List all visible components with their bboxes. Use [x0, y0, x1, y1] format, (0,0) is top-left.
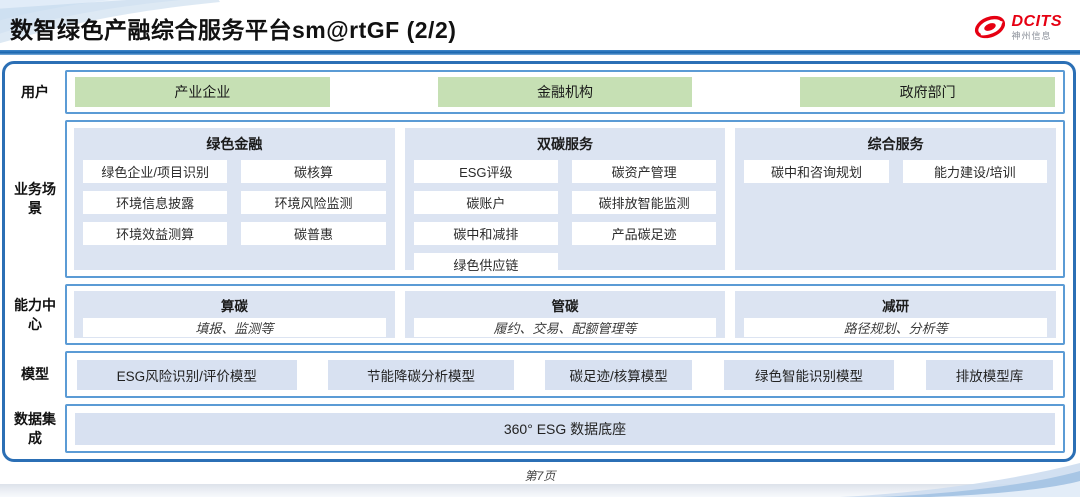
data-foundation-chip: 360° ESG 数据底座	[75, 412, 1055, 445]
row-label-capability: 能力中心	[14, 296, 56, 332]
capability-title: 管碳	[551, 299, 579, 315]
row-models: 模型 ESG风险识别/评价模型 节能降碳分析模型 碳足迹/核算模型 绿色智能识别…	[5, 351, 1065, 399]
scene-item: 绿色供应链	[413, 253, 558, 277]
users-box: 产业企业 金融机构 政府部门	[65, 70, 1065, 115]
panel-green-finance: 绿色金融 绿色企业/项目识别 碳核算 环境信息披露 环境风险监测 环境效益测算 …	[74, 128, 395, 271]
scene-item: 产品碳足迹	[572, 222, 717, 246]
scene-item: 环境信息披露	[83, 191, 228, 215]
capability-panel-manage-carbon: 管碳 履约、交易、配额管理等	[404, 291, 726, 339]
panel-title: 绿色金融	[206, 136, 263, 153]
logo-text: DCITS 神州信息	[1011, 12, 1063, 41]
row-label-scenes: 业务场景	[14, 181, 56, 217]
user-chip-industry: 产业企业	[75, 77, 330, 108]
user-chip-government: 政府部门	[800, 77, 1055, 108]
row-label-models: 模型	[21, 366, 49, 383]
row-label-data: 数据集成	[14, 410, 56, 446]
panel-title: 综合服务	[867, 136, 924, 153]
capability-desc: 履约、交易、配额管理等	[413, 318, 717, 338]
page-title: 数智绿色产融综合服务平台sm@rtGF (2/2)	[10, 17, 457, 43]
scene-item: 碳账户	[413, 191, 558, 215]
bottom-bar-decoration	[0, 484, 1080, 497]
row-label-users: 用户	[21, 83, 49, 100]
panel-grid: 碳中和咨询规划 能力建设/培训	[744, 160, 1048, 184]
panel-comprehensive-service: 综合服务 碳中和咨询规划 能力建设/培训	[735, 128, 1057, 271]
logo-subtitle: 神州信息	[1011, 30, 1052, 41]
model-chip: 绿色智能识别模型	[723, 359, 895, 390]
model-chip: 节能降碳分析模型	[328, 359, 514, 390]
scene-item: ESG评级	[413, 160, 558, 184]
row-business-scenes: 业务场景 绿色金融 绿色企业/项目识别 碳核算 环境信息披露 环境风险监测 环境…	[5, 120, 1065, 279]
panel-grid: 绿色企业/项目识别 碳核算 环境信息披露 环境风险监测 环境效益测算 碳普惠	[83, 160, 386, 246]
scene-item: 环境效益测算	[83, 222, 228, 246]
scene-item: 碳资产管理	[572, 160, 717, 184]
panel-grid: ESG评级 碳资产管理 碳账户 碳排放智能监测 碳中和减排 产品碳足迹 绿色供应…	[413, 160, 717, 277]
dcits-logo: DCITS 神州信息	[973, 13, 1063, 41]
data-box: 360° ESG 数据底座	[65, 404, 1065, 454]
scene-item: 碳中和减排	[413, 222, 558, 246]
dcits-swirl-icon	[974, 15, 1005, 39]
scene-item: 碳普惠	[241, 222, 386, 246]
models-box: ESG风险识别/评价模型 节能降碳分析模型 碳足迹/核算模型 绿色智能识别模型 …	[65, 351, 1065, 399]
panel-dual-carbon: 双碳服务 ESG评级 碳资产管理 碳账户 碳排放智能监测 碳中和减排 产品碳足迹…	[404, 128, 726, 277]
scene-item: 碳中和咨询规划	[744, 160, 889, 184]
scene-item: 环境风险监测	[241, 191, 386, 215]
panel-title: 双碳服务	[537, 136, 593, 153]
row-capability-center: 能力中心 算碳 填报、监测等 管碳 履约、交易、配额管理等 减研 路径规划、分析…	[5, 284, 1065, 346]
capability-panel-reduce-research: 减研 路径规划、分析等	[735, 291, 1057, 339]
scene-item: 能力建设/培训	[902, 160, 1048, 184]
row-users: 用户 产业企业 金融机构 政府部门	[5, 70, 1065, 115]
model-chip: 碳足迹/核算模型	[545, 359, 692, 390]
logo-brand: DCITS	[1011, 12, 1062, 30]
capability-title: 算碳	[220, 299, 248, 315]
scenes-box: 绿色金融 绿色企业/项目识别 碳核算 环境信息披露 环境风险监测 环境效益测算 …	[65, 120, 1065, 279]
capability-title: 减研	[882, 299, 910, 315]
header: 数智绿色产融综合服务平台sm@rtGF (2/2) DCITS 神州信息	[0, 0, 1080, 50]
row-data-integration: 数据集成 360° ESG 数据底座	[5, 404, 1065, 454]
architecture-diagram: 用户 产业企业 金融机构 政府部门 业务场景 绿色金融 绿色企业/项目识别 碳核…	[2, 61, 1076, 462]
capability-box: 算碳 填报、监测等 管碳 履约、交易、配额管理等 减研 路径规划、分析等	[65, 284, 1065, 346]
capability-desc: 路径规划、分析等	[744, 318, 1048, 338]
model-chip: 排放模型库	[926, 359, 1053, 390]
page-number: 第7页	[524, 469, 556, 483]
scene-item: 碳排放智能监测	[572, 191, 717, 215]
scene-item: 碳核算	[241, 160, 386, 184]
model-chip: ESG风险识别/评价模型	[77, 359, 297, 390]
user-chip-financial: 金融机构	[437, 77, 693, 108]
title-underline	[0, 50, 1080, 55]
scene-item: 绿色企业/项目识别	[83, 160, 228, 184]
capability-panel-calc-carbon: 算碳 填报、监测等	[74, 291, 395, 339]
capability-desc: 填报、监测等	[83, 318, 386, 338]
